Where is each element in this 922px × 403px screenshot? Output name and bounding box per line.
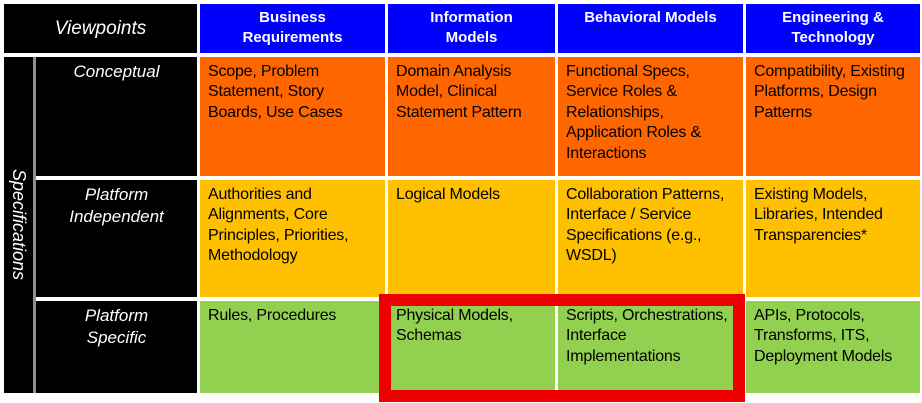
cell-platform-specific-information-models: Physical Models, Schemas bbox=[388, 301, 555, 393]
strip-divider-line bbox=[33, 57, 36, 393]
cell-platform-independent-behavioral-models: Collaboration Patterns, Interface / Serv… bbox=[558, 180, 743, 297]
side-header-specifications: Specifications bbox=[4, 57, 33, 393]
row-label-platform-independent: Platform Independent bbox=[36, 180, 197, 297]
cell-platform-specific-business-requirements: Rules, Procedures bbox=[200, 301, 385, 393]
column-header-behavioral-models: Behavioral Models bbox=[558, 4, 743, 53]
cell-conceptual-information-models: Domain Analysis Model, Clinical Statemen… bbox=[388, 57, 555, 176]
column-header-business-requirements: Business Requirements bbox=[200, 4, 385, 53]
column-header-engineering-technology: Engineering & Technology bbox=[746, 4, 920, 53]
highlight-box bbox=[379, 294, 745, 402]
cell-platform-specific-engineering-technology: APIs, Protocols, Transforms, ITS, Deploy… bbox=[746, 301, 920, 393]
cell-platform-independent-information-models: Logical Models bbox=[388, 180, 555, 297]
side-header-label: Specifications bbox=[9, 169, 29, 281]
row-label-conceptual: Conceptual bbox=[36, 57, 197, 176]
column-header-information-models: Information Models bbox=[388, 4, 555, 53]
matrix-table: Viewpoints Business Requirements Informa… bbox=[4, 4, 920, 393]
cell-platform-independent-engineering-technology: Existing Models, Libraries, Intended Tra… bbox=[746, 180, 920, 297]
cell-conceptual-business-requirements: Scope, Problem Statement, Story Boards, … bbox=[200, 57, 385, 176]
cell-conceptual-engineering-technology: Compatibility, Existing Platforms, Desig… bbox=[746, 57, 920, 176]
cell-platform-independent-business-requirements: Authorities and Alignments, Core Princip… bbox=[200, 180, 385, 297]
corner-header-label: Viewpoints bbox=[54, 17, 147, 39]
corner-header-viewpoints: Viewpoints bbox=[4, 4, 197, 53]
cell-conceptual-behavioral-models: Functional Specs, Service Roles & Relati… bbox=[558, 57, 743, 176]
cell-platform-specific-behavioral-models: Scripts, Orchestrations, Interface Imple… bbox=[558, 301, 743, 393]
row-label-platform-specific: Platform Specific bbox=[36, 301, 197, 393]
